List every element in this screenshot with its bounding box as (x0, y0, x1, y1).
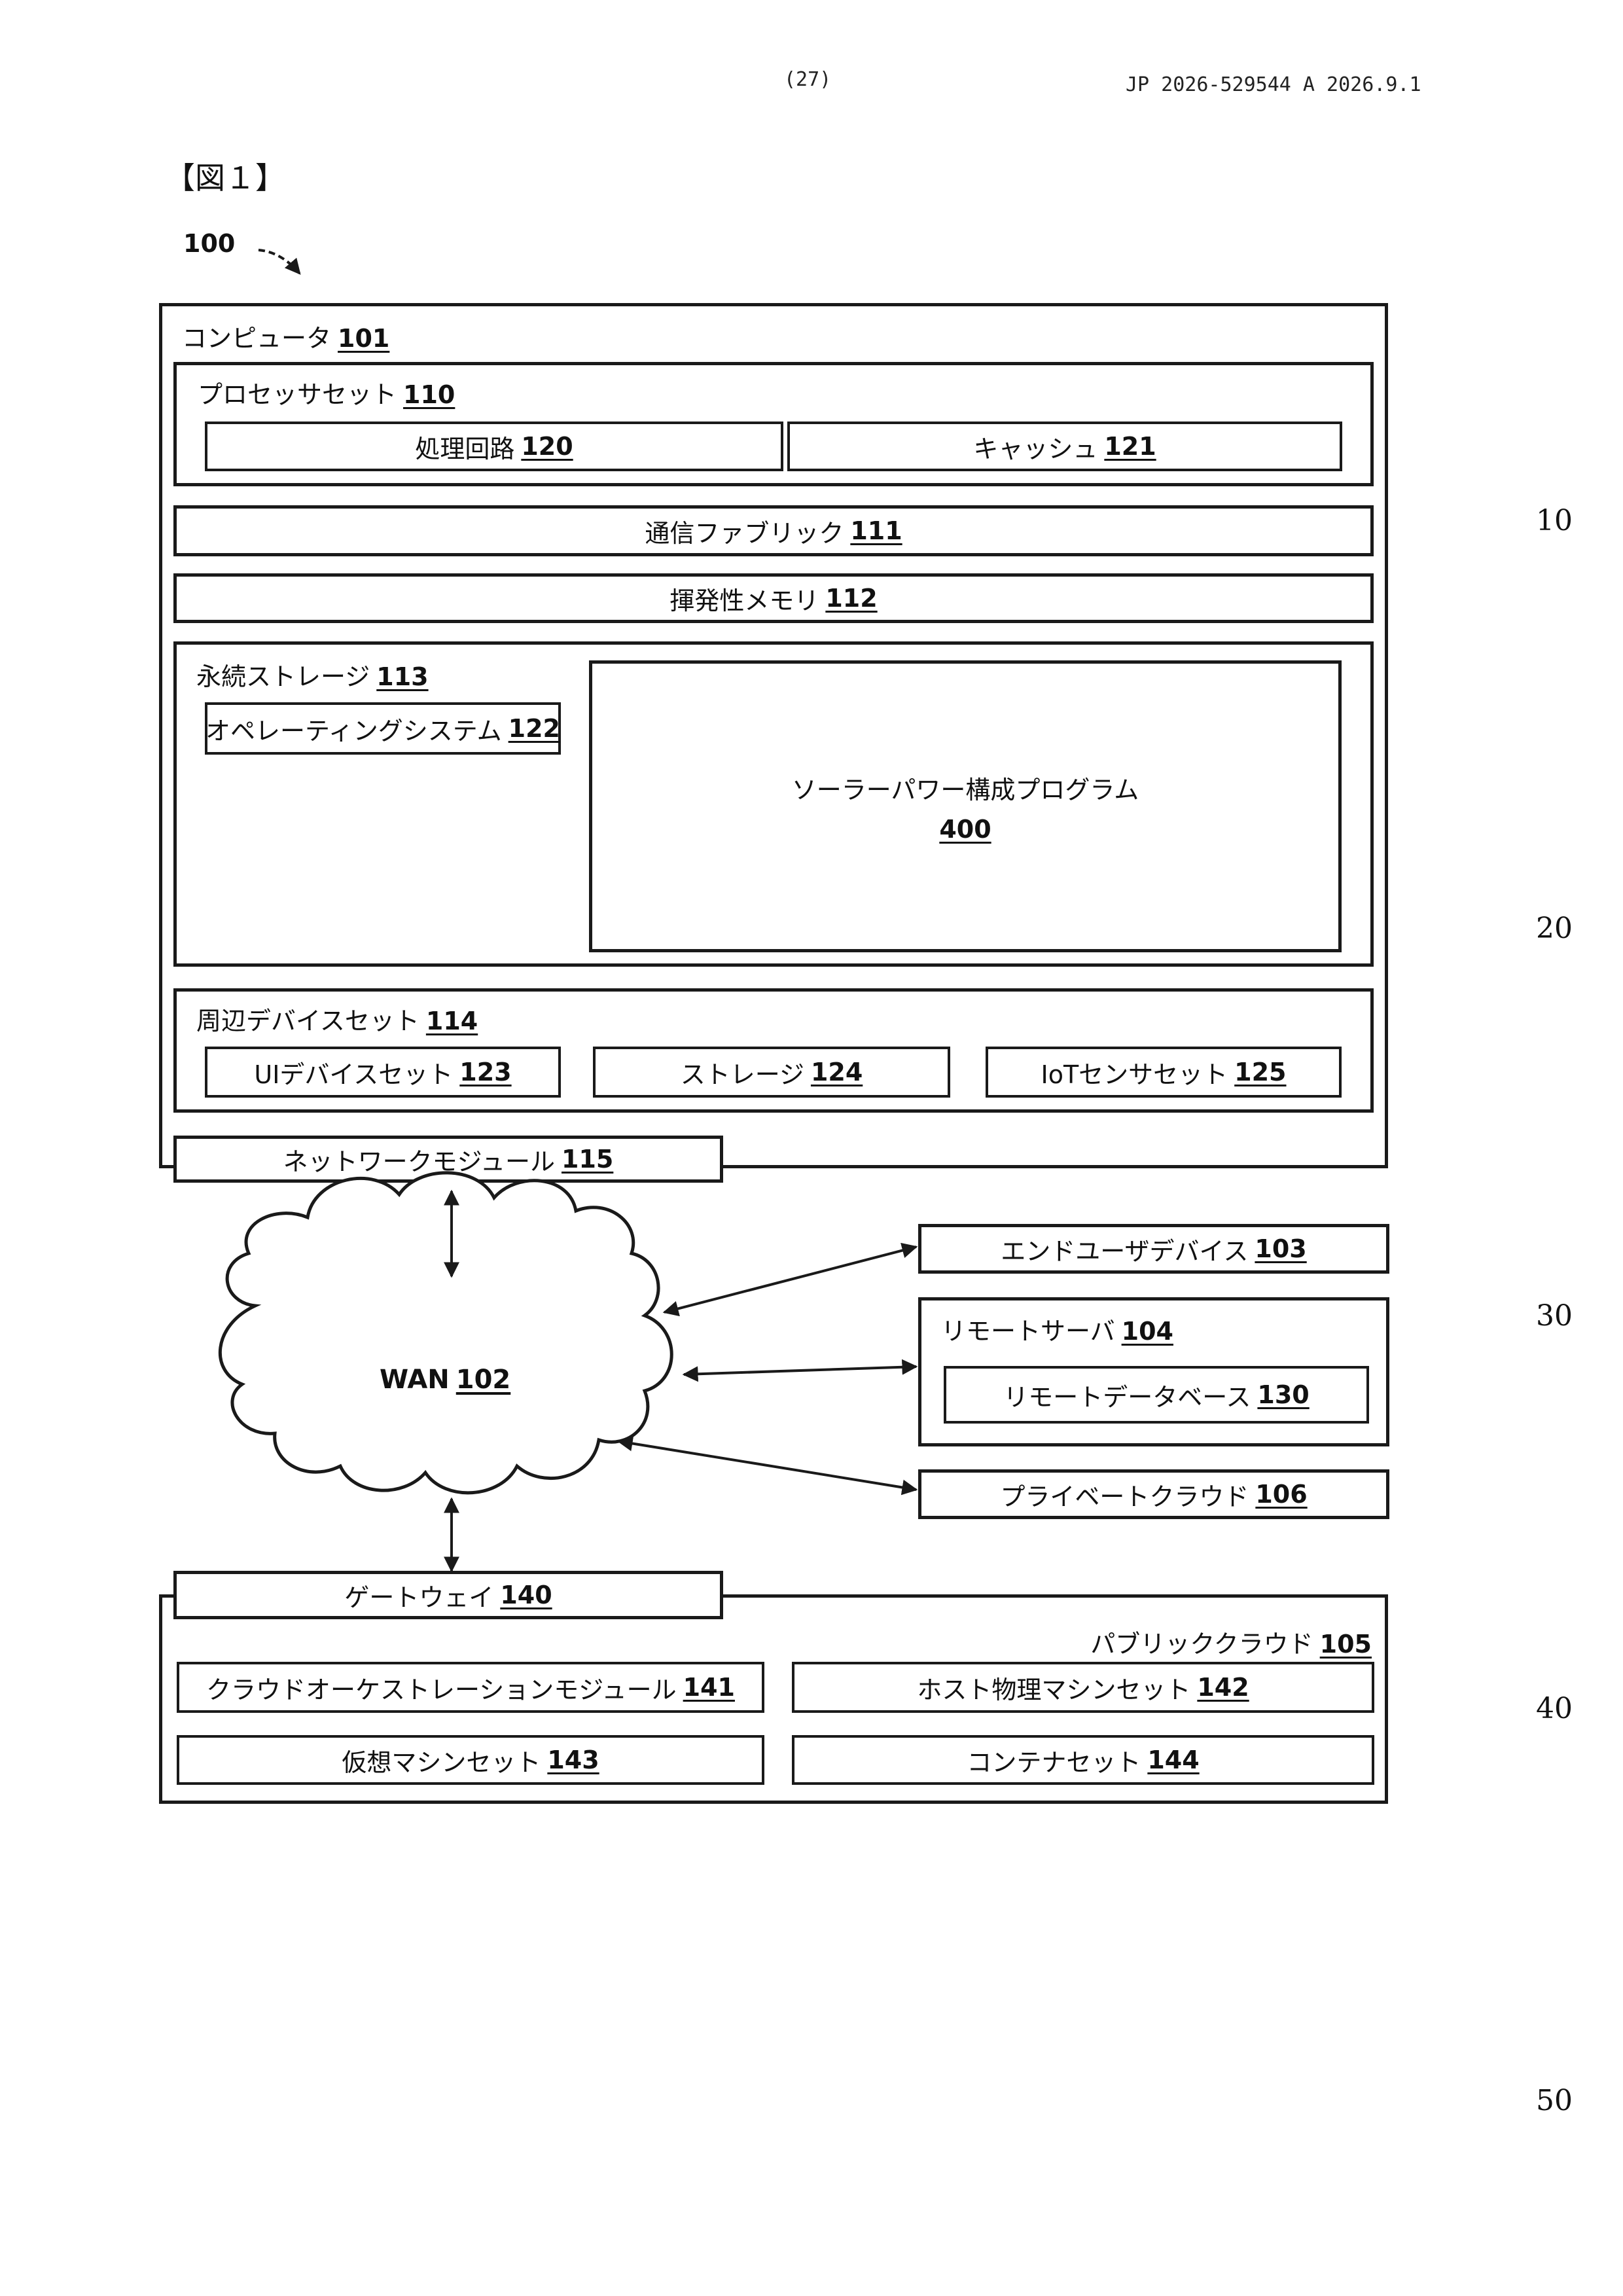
virtual-machine-set-box: 仮想マシンセット143 (177, 1735, 764, 1785)
public-cloud-title: パブリッククラウド105 (1090, 1624, 1372, 1660)
wan-cloud-icon (220, 1173, 671, 1493)
wan-label: WAN102 (380, 1365, 510, 1395)
end-user-device-box: エンドユーザデバイス103 (918, 1224, 1389, 1274)
public-cloud-box: パブリッククラウド105 クラウドオーケストレーションモジュール141 ホスト物… (159, 1594, 1388, 1804)
private-cloud-box: プライベートクラウド106 (918, 1469, 1389, 1519)
figure-ref-arrow (259, 250, 300, 274)
remote-server-title: リモートサーバ104 (941, 1311, 1173, 1347)
gateway-box: ゲートウェイ140 (173, 1571, 723, 1619)
container-set-box: コンテナセット144 (792, 1735, 1374, 1785)
remote-server-box: リモートサーバ104 リモートデータベース130 (918, 1297, 1389, 1446)
cloud-orchestration-box: クラウドオーケストレーションモジュール141 (177, 1662, 764, 1713)
remote-database-box: リモートデータベース130 (944, 1366, 1369, 1424)
wan-enduser-arrow (664, 1247, 916, 1312)
host-physical-machine-box: ホスト物理マシンセット142 (792, 1662, 1374, 1713)
wan-remoteserver-arrow (684, 1367, 916, 1374)
wan-privatecloud-arrow (618, 1441, 916, 1490)
